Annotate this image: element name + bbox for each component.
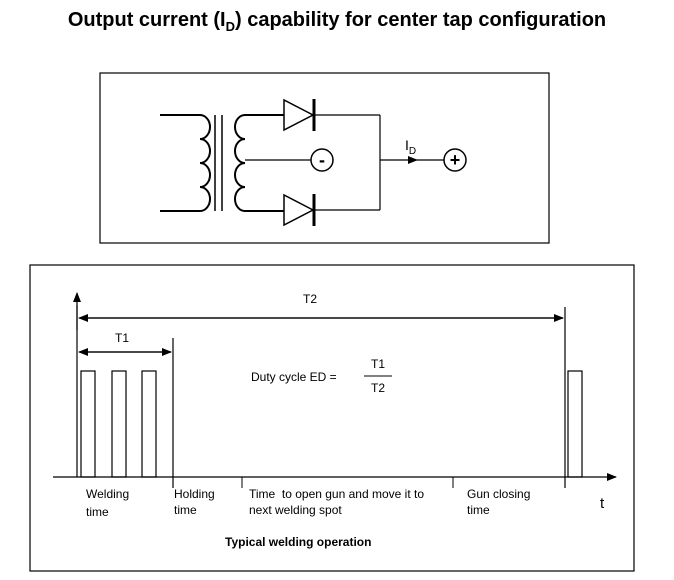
negative-terminal xyxy=(310,148,334,172)
time-axis-label: t xyxy=(600,495,605,512)
secondary-winding xyxy=(234,114,284,212)
phase-holding-line1: Holding xyxy=(174,487,215,501)
welding-pulse xyxy=(111,370,127,478)
timing-frame xyxy=(29,264,635,572)
welding-pulses xyxy=(80,370,583,478)
primary-winding xyxy=(160,114,211,212)
phase-welding-line2: time xyxy=(86,505,109,519)
duty-cycle-text: Duty cycle ED = xyxy=(251,370,337,384)
t1-label: T1 xyxy=(115,331,129,345)
duty-cycle-denominator: T2 xyxy=(371,381,385,395)
output-current-label: ID xyxy=(405,137,416,157)
title-suffix: ) capability for center tap configuratio… xyxy=(235,9,607,31)
circuit-frame xyxy=(99,72,550,244)
current-symbol: I xyxy=(405,137,409,153)
phase-move-line2: next welding spot xyxy=(249,503,342,517)
phase-holding-line2: time xyxy=(174,503,197,517)
lower-diode-icon xyxy=(283,193,315,227)
page-title: Output current (ID) capability for cente… xyxy=(0,6,674,41)
t2-label: T2 xyxy=(303,292,317,306)
phase-closing-line2: time xyxy=(467,503,490,517)
welding-pulse xyxy=(80,370,96,478)
timing-caption: Typical welding operation xyxy=(225,535,371,549)
phase-closing-line1: Gun closing xyxy=(467,487,530,501)
positive-terminal xyxy=(443,148,467,172)
duty-cycle-numerator: T1 xyxy=(371,357,385,371)
welding-pulse xyxy=(141,370,157,478)
welding-pulse xyxy=(567,370,583,478)
positive-terminal-label: + xyxy=(450,150,461,170)
phase-move-line1: Time to open gun and move it to xyxy=(249,487,424,501)
transformer xyxy=(160,114,284,212)
title-subscript: D xyxy=(225,19,235,34)
title-prefix: Output current (I xyxy=(67,9,226,31)
negative-terminal-label: - xyxy=(319,150,325,170)
phase-welding-line1: Welding xyxy=(86,487,129,501)
current-subscript: D xyxy=(409,146,416,157)
upper-diode-icon xyxy=(283,98,315,132)
